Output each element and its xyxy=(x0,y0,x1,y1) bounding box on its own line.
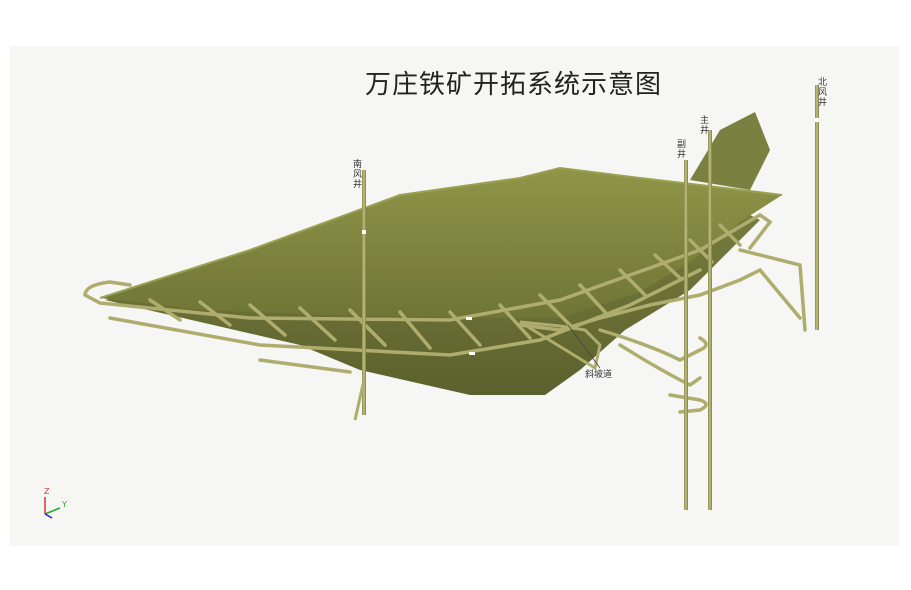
level-marker xyxy=(466,317,472,320)
label-north-shaft: 北风井 xyxy=(818,78,828,108)
axis-y-label: Y xyxy=(62,500,67,509)
axis-triad xyxy=(44,497,61,519)
haulage-level-tunnels xyxy=(83,212,773,374)
label-auxiliary-shaft: 副井 xyxy=(677,140,687,160)
axis-z-label: Z xyxy=(44,487,50,496)
main-shaft xyxy=(708,130,712,510)
label-main-shaft: 主井 xyxy=(700,116,710,136)
diagram-title: 万庄铁矿开拓系统示意图 xyxy=(365,70,663,100)
south-shaft-marker xyxy=(362,230,366,234)
south-ventilation-shaft xyxy=(362,170,366,415)
level-marker xyxy=(469,352,475,355)
ramp-leader-line xyxy=(567,324,601,369)
auxiliary-shaft xyxy=(684,160,688,510)
north-shaft-marker xyxy=(815,118,819,122)
south-shaft-bottom-branch xyxy=(353,379,366,421)
label-ramp: 斜坡道 xyxy=(585,370,613,380)
label-south-shaft: 南风井 xyxy=(353,160,363,190)
ramp-tunnel xyxy=(519,320,602,371)
north-ventilation-shaft xyxy=(815,85,819,330)
ore-body-rim xyxy=(99,166,783,299)
